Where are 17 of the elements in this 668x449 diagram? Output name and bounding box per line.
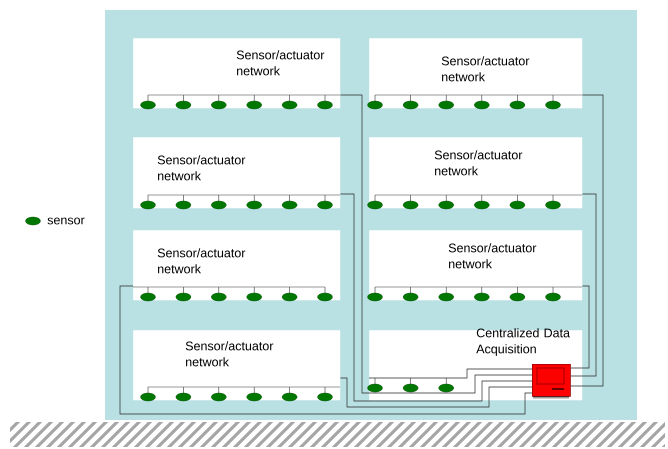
network-panel: Sensor/actuator network	[133, 137, 340, 208]
network-panel: Sensor/actuator network	[369, 230, 582, 300]
wire	[120, 286, 532, 414]
wire	[368, 368, 532, 378]
wire	[570, 94, 604, 386]
network-panel: Sensor/actuator network	[369, 137, 582, 208]
wire	[340, 94, 532, 394]
wire	[570, 194, 596, 376]
network-panel: Sensor/actuator network	[369, 38, 582, 108]
legend-label: sensor	[48, 218, 84, 224]
wire	[340, 378, 532, 408]
computer-drawing	[532, 364, 571, 400]
wire	[570, 286, 590, 368]
wire	[340, 194, 532, 402]
network-panel: Sensor/actuator network	[133, 38, 340, 108]
network-panel: Sensor/actuator network	[133, 230, 340, 300]
network-panel: Sensor/actuator network	[133, 330, 340, 400]
